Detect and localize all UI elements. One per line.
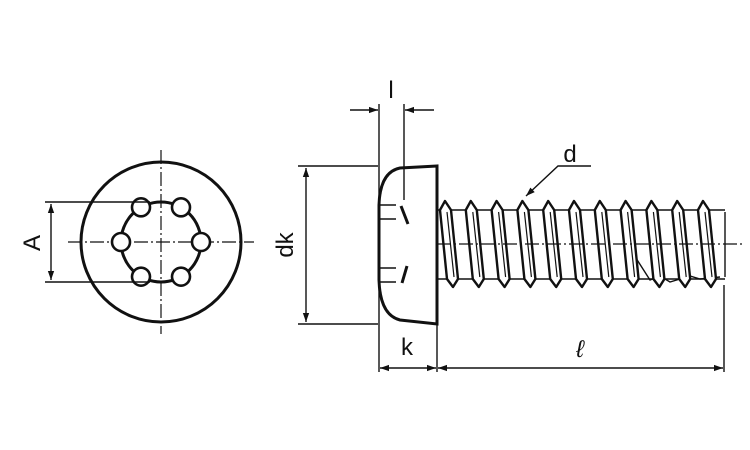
end-view: A [19, 150, 254, 334]
side-view: dk l k ℓ d [272, 77, 742, 372]
torx-lobe [130, 266, 152, 287]
dim-dk-label: dk [272, 231, 299, 257]
torx-lobe [170, 266, 192, 287]
dim-d-leader [525, 165, 591, 197]
thread-flank-line [652, 211, 661, 278]
recess-mark [399, 205, 410, 225]
thread-crest [619, 199, 640, 289]
torx-lobe [170, 197, 192, 218]
thread-crest [645, 199, 666, 289]
dim-A-label: A [19, 235, 46, 251]
head-outer-circle [79, 160, 243, 324]
dim-length-label: ℓ [575, 336, 585, 363]
dim-k-label: k [401, 334, 414, 361]
tapping-flute [626, 243, 721, 283]
thread-flank-line [601, 211, 610, 278]
dim-d-label: d [563, 141, 576, 168]
torx-lobe [110, 231, 132, 253]
screw-head [377, 164, 439, 326]
thread-crest [464, 199, 485, 289]
torx-lobes [110, 197, 212, 287]
recess-mark [400, 265, 409, 284]
thread-flank-line [498, 211, 507, 278]
torx-lobe [130, 197, 152, 218]
torx-lobe [190, 231, 212, 253]
dim-l-label: l [388, 77, 393, 104]
thread-crest [490, 199, 511, 289]
